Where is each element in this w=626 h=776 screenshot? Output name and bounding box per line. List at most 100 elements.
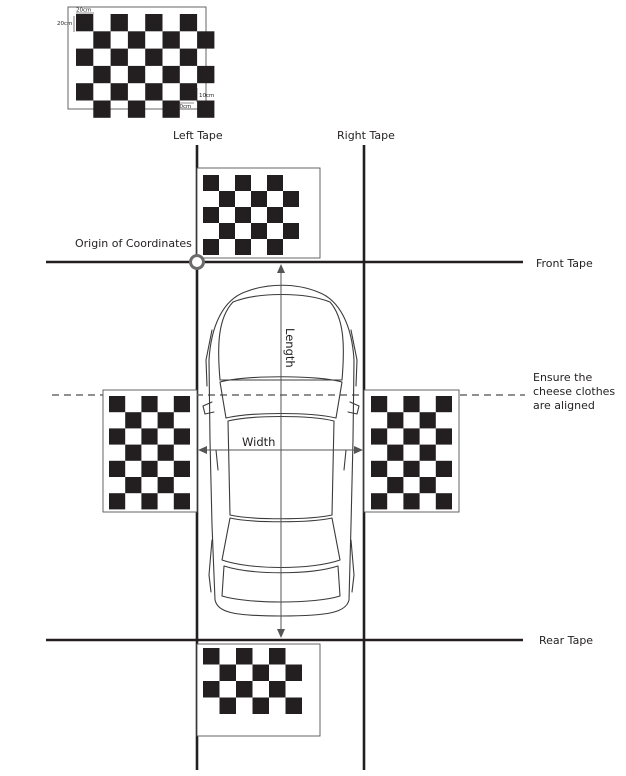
left-mirror xyxy=(202,401,215,415)
reference-board-square xyxy=(76,83,94,101)
reference-board-squares xyxy=(76,14,215,118)
right-board-square xyxy=(419,412,436,429)
left-board-square xyxy=(157,477,174,494)
reference-board-square xyxy=(110,14,128,32)
rear-board-square xyxy=(252,697,269,714)
reference-board-square xyxy=(76,14,94,32)
front-board-square xyxy=(203,207,219,223)
left-board-square xyxy=(109,428,126,445)
rear-board-square xyxy=(269,681,286,698)
alignment-note-line3: are aligned xyxy=(533,399,595,412)
alignment-note-line1: Ensure the xyxy=(533,371,592,384)
left-board-square xyxy=(141,396,158,413)
reference-board-square xyxy=(179,48,198,66)
left-board-square xyxy=(157,412,174,429)
left-board-squares xyxy=(109,396,190,510)
right-board-square xyxy=(403,460,420,477)
front-board-square xyxy=(283,191,299,207)
reference-board-square xyxy=(127,65,146,84)
left-board-square xyxy=(173,396,190,413)
right-board-square xyxy=(403,396,420,413)
left-board-square xyxy=(125,412,142,429)
right-mirror xyxy=(347,401,360,415)
rear-board-square xyxy=(236,648,253,665)
right-board-square xyxy=(371,493,388,510)
reference-top-dimension: 20cm xyxy=(76,8,91,14)
reference-board-square xyxy=(179,14,198,32)
reference-board-square xyxy=(110,83,128,101)
width-arrow xyxy=(198,446,363,454)
left-board-square xyxy=(125,477,142,494)
car-body-outline xyxy=(208,284,355,617)
right-checkerboard xyxy=(363,389,460,513)
left-board-square xyxy=(141,460,158,477)
reference-board-square xyxy=(145,83,163,101)
car-rear-window xyxy=(221,517,341,569)
reference-board-square xyxy=(93,65,111,84)
reference-board-square xyxy=(197,100,215,118)
right-board-square xyxy=(435,460,452,477)
car-hood-outline xyxy=(218,294,344,381)
right-board-square xyxy=(371,428,388,445)
reference-board-square xyxy=(93,31,111,49)
front-board-square xyxy=(251,223,267,239)
left-board-square xyxy=(109,493,126,510)
reference-board-square xyxy=(127,31,146,49)
right-board-square xyxy=(435,396,452,413)
reference-board-square xyxy=(127,100,146,118)
length-label: Length xyxy=(283,328,297,368)
reference-board-square xyxy=(179,83,198,101)
rear-board-square xyxy=(285,664,302,681)
rear-checkerboard xyxy=(196,643,321,737)
right-board-square xyxy=(371,396,388,413)
reference-board-square xyxy=(145,48,163,66)
left-board-square xyxy=(173,460,190,477)
right-board-square xyxy=(435,493,452,510)
reference-board-square xyxy=(162,31,180,49)
reference-bottom-dimension: 10cm xyxy=(176,104,191,110)
length-arrow xyxy=(277,264,285,638)
car-windshield xyxy=(219,376,343,419)
right-board-square xyxy=(419,477,436,494)
right-board-square xyxy=(419,444,436,461)
rear-board-square xyxy=(219,664,236,681)
front-board-square xyxy=(267,175,283,191)
left-tape-label: Left Tape xyxy=(173,129,223,142)
right-tape-label: Right Tape xyxy=(337,129,395,142)
rear-board-square xyxy=(203,681,220,698)
rear-board-square xyxy=(285,697,302,714)
rear-board-square xyxy=(269,648,286,665)
left-board-square xyxy=(109,460,126,477)
reference-checkerboard: 20cm 20cm 10cm 10cm xyxy=(57,6,215,118)
front-board-square xyxy=(219,223,235,239)
right-board-square xyxy=(403,428,420,445)
left-board-square xyxy=(141,493,158,510)
reference-board-square xyxy=(162,65,180,84)
left-board-square xyxy=(141,428,158,445)
front-board-square xyxy=(267,207,283,223)
front-board-square xyxy=(219,191,235,207)
rear-board-square xyxy=(236,681,253,698)
right-board-square xyxy=(387,412,404,429)
reference-board-square xyxy=(197,31,215,49)
left-board-square xyxy=(173,493,190,510)
origin-marker-icon xyxy=(189,254,205,270)
left-board-square xyxy=(125,444,142,461)
front-board-square xyxy=(203,175,219,191)
reference-board-square xyxy=(76,48,94,66)
right-board-square xyxy=(403,493,420,510)
rear-board-square xyxy=(252,664,269,681)
rear-board-squares xyxy=(203,648,302,714)
reference-board-square xyxy=(110,48,128,66)
car-top-view xyxy=(202,284,360,617)
right-board-square xyxy=(387,444,404,461)
right-board-square xyxy=(387,477,404,494)
right-board-squares xyxy=(371,396,452,510)
front-board-square xyxy=(267,239,283,255)
reference-board-square xyxy=(145,14,163,32)
alignment-note-line2: cheese clothes xyxy=(533,385,615,398)
reference-board-square xyxy=(93,100,111,118)
width-label: Width xyxy=(242,435,275,449)
left-board-square xyxy=(109,396,126,413)
